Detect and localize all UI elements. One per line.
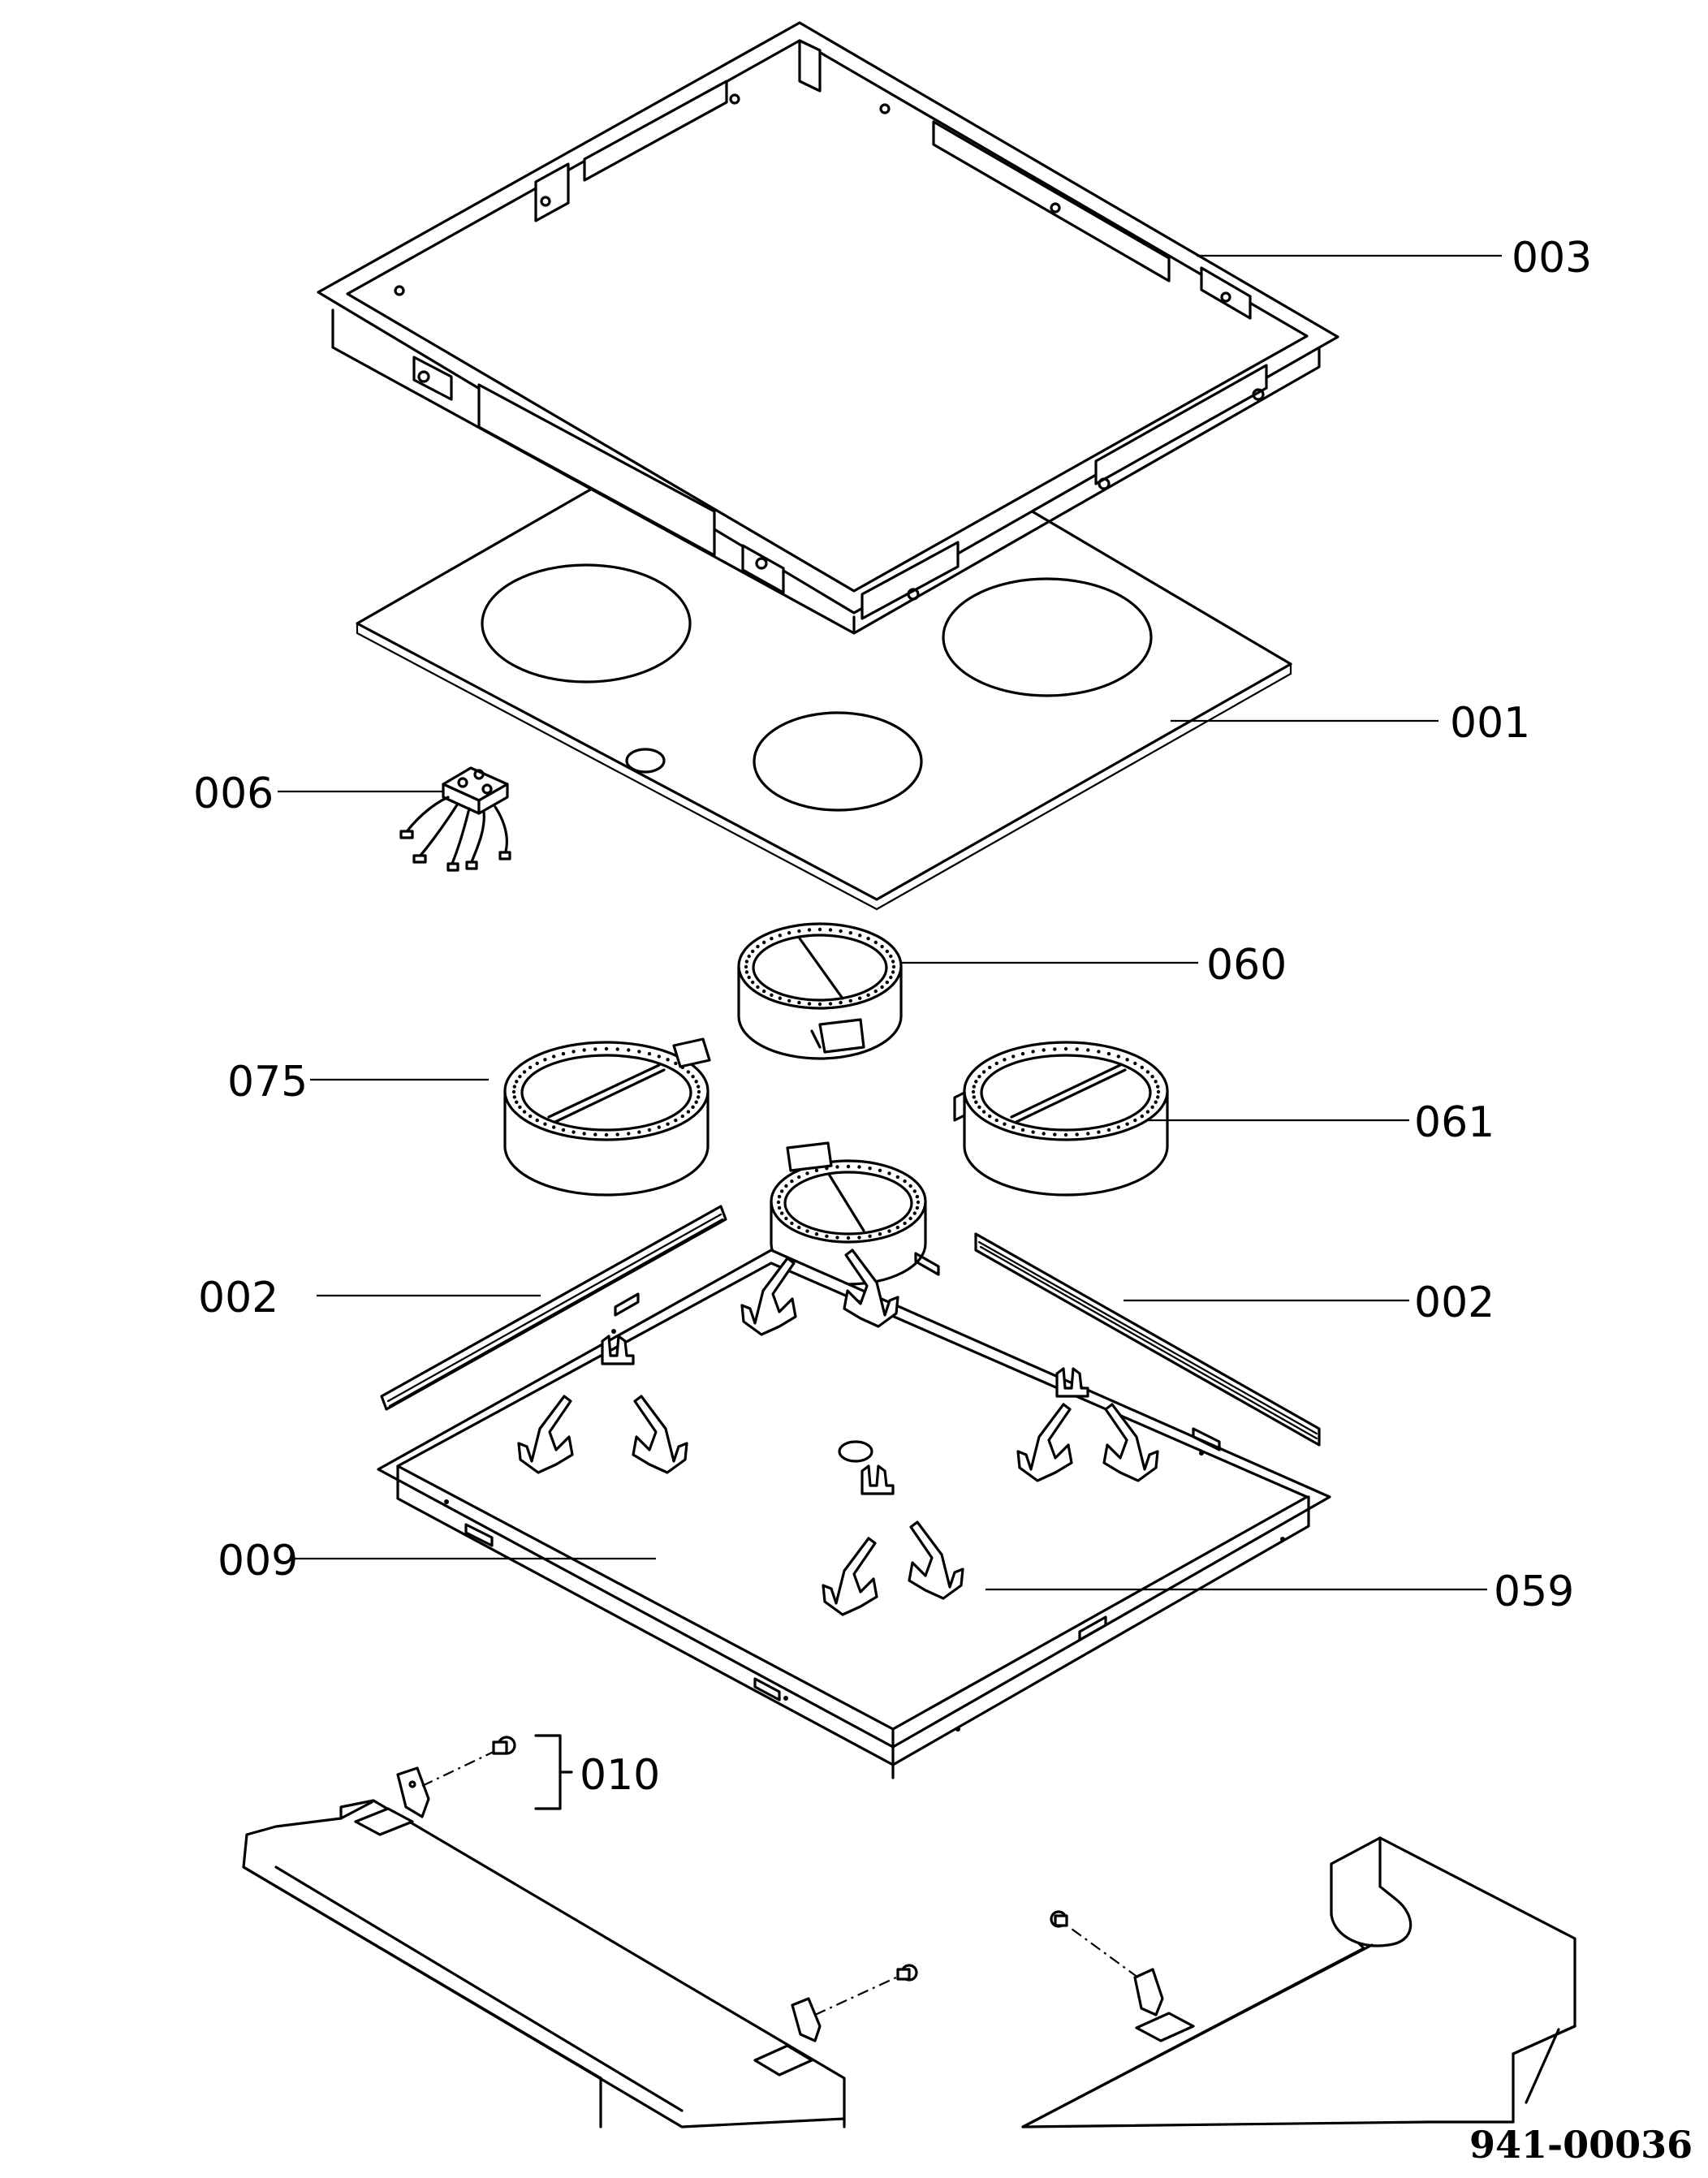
element-support-bracket [601, 1335, 635, 1365]
element-support-bracket [1102, 1403, 1159, 1482]
callout-labels: 003 001 006 060 075 061 002 002 009 059 … [193, 234, 1693, 2167]
part-075-heating-element-left [503, 1037, 711, 1197]
part-010-fixing-clip-and-screw [396, 1734, 573, 1818]
part-009-base-tray [377, 1249, 1331, 1779]
part-003-top-frame [317, 21, 1339, 635]
element-support-bracket [822, 1537, 878, 1616]
callout-059: 059 [1494, 1568, 1574, 1616]
callout-010: 010 [580, 1751, 660, 1800]
callout-002-right: 002 [1414, 1279, 1494, 1327]
part-002-right-rail [974, 1232, 1321, 1447]
callout-001: 001 [1450, 699, 1530, 748]
drawing-code: 941-00036 [1469, 2123, 1693, 2167]
lower-clip-right [1050, 1910, 1164, 2016]
part-061-heating-element-right [953, 1041, 1169, 1197]
leader-lines [278, 254, 1502, 1591]
callout-060: 060 [1206, 941, 1287, 990]
element-support-bracket [517, 1395, 574, 1474]
element-support-bracket [843, 1249, 899, 1328]
element-support-bracket [1055, 1367, 1089, 1398]
element-support-bracket [908, 1520, 964, 1600]
lower-clip-middle [791, 1964, 918, 2042]
part-060-heating-element-rear [737, 922, 903, 1060]
callout-061: 061 [1414, 1098, 1494, 1147]
element-support-bracket [860, 1464, 895, 1495]
callout-002-left: 002 [198, 1274, 278, 1322]
part-002-left-rail [380, 1205, 727, 1411]
element-support-bracket [632, 1395, 688, 1474]
callout-075: 075 [227, 1058, 308, 1106]
callout-006: 006 [193, 770, 274, 818]
heating-element-front [770, 1141, 927, 1286]
lower-cabinet-right-panel [1021, 1836, 1576, 2128]
callout-009: 009 [218, 1537, 298, 1585]
part-006-terminal-connector [399, 766, 511, 872]
element-support-bracket [740, 1257, 797, 1336]
callout-003: 003 [1512, 234, 1592, 282]
lower-cabinet-left-panel [242, 1799, 846, 2128]
element-support-bracket [1016, 1403, 1073, 1482]
